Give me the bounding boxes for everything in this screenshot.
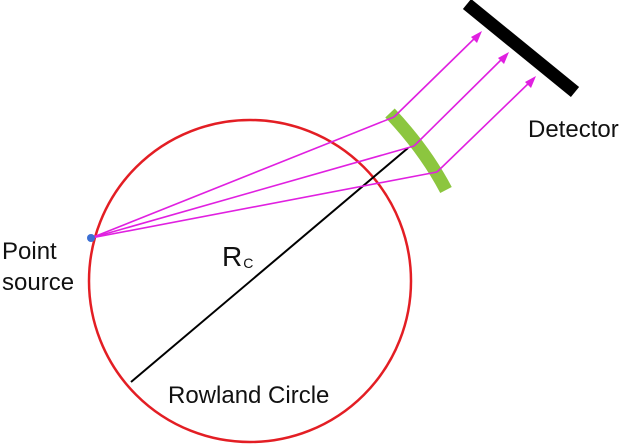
incident-ray-2 (90, 145, 415, 239)
detector-bar (462, 0, 580, 98)
reflected-ray-1 (393, 34, 479, 118)
rowland-circle (87, 118, 413, 444)
detector-label: Detector (528, 116, 619, 143)
bent-crystal (385, 108, 452, 194)
point-source-label-line2: source (2, 269, 75, 297)
radius-label: RC (222, 243, 253, 271)
reflected-ray-3 (436, 79, 533, 173)
arrowhead-2 (498, 52, 509, 64)
reflected-ray-2 (413, 55, 506, 147)
rowland-circle-label: Rowland Circle (168, 382, 330, 409)
point-source-label-line1: Point (2, 238, 57, 265)
radius-subscript: C (243, 255, 254, 271)
radius-line (130, 147, 409, 383)
point-source-dot (87, 234, 95, 242)
arrowhead-3 (525, 76, 536, 88)
point-source-label: Point source (2, 236, 74, 298)
incident-ray-1 (90, 116, 395, 239)
incident-ray-3 (90, 171, 438, 239)
arrowhead-1 (471, 31, 482, 43)
radius-symbol: R (222, 241, 243, 272)
